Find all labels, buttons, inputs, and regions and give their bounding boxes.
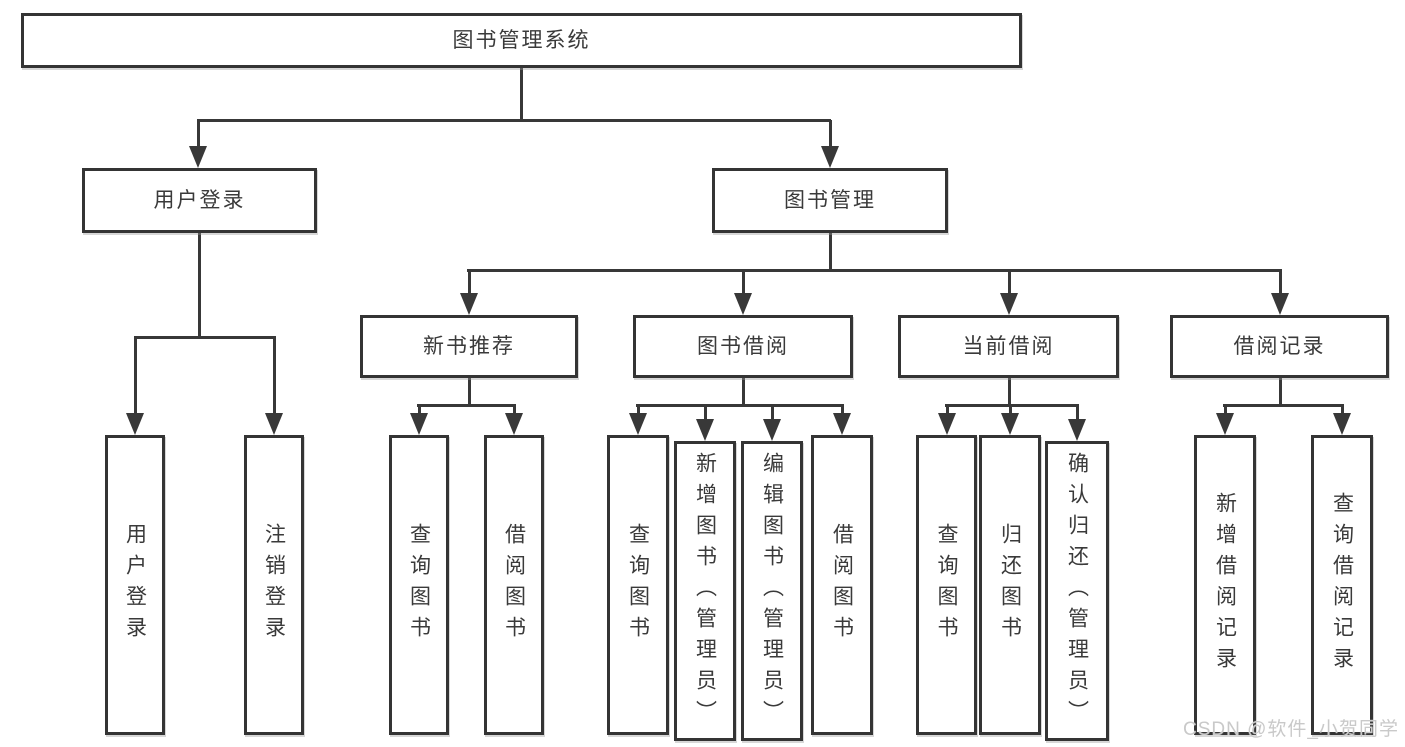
leaf-edit-books-admin-label: 编辑图书（管理员） xyxy=(760,451,784,731)
leaf-borrow-books-recommend: 借阅图书 xyxy=(484,435,544,735)
connector-line xyxy=(1278,378,1282,406)
node-borrowing-records: 借阅记录 xyxy=(1170,315,1389,378)
connector-line xyxy=(1007,270,1011,297)
arrowhead-icon xyxy=(410,413,428,435)
connector-line xyxy=(417,403,516,407)
arrowhead-icon xyxy=(265,413,283,435)
node-library-management-system-label: 图书管理系统 xyxy=(452,29,591,52)
leaf-confirm-return-admin-label: 确认归还（管理员） xyxy=(1065,451,1089,731)
connector-line xyxy=(197,118,831,122)
arrowhead-icon xyxy=(734,293,752,315)
arrowhead-icon xyxy=(1001,413,1019,435)
leaf-borrow-books-label: 借阅图书 xyxy=(830,523,854,647)
arrowhead-icon xyxy=(833,413,851,435)
arrowhead-icon xyxy=(1216,413,1234,435)
node-user-login-label: 用户登录 xyxy=(153,189,246,212)
leaf-query-books-current: 查询图书 xyxy=(916,435,977,735)
leaf-logout: 注销登录 xyxy=(244,435,304,735)
connector-line xyxy=(828,120,832,150)
arrowhead-icon xyxy=(460,293,478,315)
connector-line xyxy=(1340,405,1344,420)
connector-line xyxy=(1007,378,1011,406)
arrowhead-icon xyxy=(763,419,781,441)
connector-line xyxy=(945,405,949,420)
leaf-borrow-books: 借阅图书 xyxy=(811,435,873,735)
connector-line xyxy=(636,405,640,420)
connector-line xyxy=(133,337,137,420)
connector-line xyxy=(467,270,471,297)
arrowhead-icon xyxy=(1271,293,1289,315)
leaf-logout-label: 注销登录 xyxy=(262,523,286,647)
leaf-query-borrow-record-label: 查询借阅记录 xyxy=(1330,492,1354,678)
node-book-management: 图书管理 xyxy=(712,168,948,233)
connector-line xyxy=(741,378,745,406)
connector-line xyxy=(636,403,844,407)
connector-line xyxy=(1223,403,1344,407)
connector-line xyxy=(840,405,844,420)
node-book-management-label: 图书管理 xyxy=(784,189,876,212)
connector-line xyxy=(512,405,516,420)
leaf-query-borrow-record: 查询借阅记录 xyxy=(1311,435,1373,735)
leaf-user-login: 用户登录 xyxy=(105,435,165,735)
node-user-login: 用户登录 xyxy=(82,168,317,233)
leaf-query-books-recommend: 查询图书 xyxy=(389,435,449,735)
node-new-book-recommendation-label: 新书推荐 xyxy=(423,335,515,358)
node-book-borrowing: 图书借阅 xyxy=(633,315,853,378)
connector-line xyxy=(1278,270,1282,297)
connector-line xyxy=(134,335,276,339)
leaf-add-borrow-record: 新增借阅记录 xyxy=(1194,435,1256,735)
arrowhead-icon xyxy=(938,413,956,435)
connector-line xyxy=(703,405,707,424)
connector-line xyxy=(1075,405,1079,424)
watermark: CSDN @软件_小贺同学 xyxy=(1183,719,1399,740)
arrowhead-icon xyxy=(505,413,523,435)
leaf-add-books-admin: 新增图书（管理员） xyxy=(674,441,736,741)
arrowhead-icon xyxy=(126,413,144,435)
connector-line xyxy=(196,120,200,150)
connector-line xyxy=(770,405,774,424)
connector-line xyxy=(519,68,523,121)
node-library-management-system: 图书管理系统 xyxy=(21,13,1022,68)
leaf-edit-books-admin: 编辑图书（管理员） xyxy=(741,441,803,741)
connector-line xyxy=(467,268,1282,272)
leaf-add-books-admin-label: 新增图书（管理员） xyxy=(693,451,717,731)
node-borrowing-records-label: 借阅记录 xyxy=(1233,335,1326,358)
node-book-borrowing-label: 图书借阅 xyxy=(697,335,789,358)
leaf-confirm-return-admin: 确认归还（管理员） xyxy=(1045,441,1109,741)
leaf-query-books-borrow-label: 查询图书 xyxy=(626,523,650,647)
arrowhead-icon xyxy=(189,146,207,168)
leaf-return-books: 归还图书 xyxy=(979,435,1041,735)
leaf-query-books-recommend-label: 查询图书 xyxy=(407,523,431,647)
arrowhead-icon xyxy=(696,419,714,441)
connector-line xyxy=(945,403,1079,407)
leaf-return-books-label: 归还图书 xyxy=(998,523,1022,647)
leaf-query-books-current-label: 查询图书 xyxy=(935,523,958,647)
connector-line xyxy=(467,378,471,406)
arrowhead-icon xyxy=(1000,293,1018,315)
connector-line xyxy=(197,233,201,338)
arrowhead-icon xyxy=(629,413,647,435)
connector-line xyxy=(272,337,276,420)
leaf-query-books-borrow: 查询图书 xyxy=(607,435,669,735)
leaf-user-login-label: 用户登录 xyxy=(123,523,147,647)
arrowhead-icon xyxy=(1333,413,1351,435)
connector-line xyxy=(828,233,832,271)
connector-line xyxy=(741,270,745,297)
leaf-borrow-books-recommend-label: 借阅图书 xyxy=(502,523,526,647)
node-current-borrowing-label: 当前借阅 xyxy=(962,335,1055,358)
node-current-borrowing: 当前借阅 xyxy=(898,315,1119,378)
leaf-add-borrow-record-label: 新增借阅记录 xyxy=(1213,492,1237,678)
arrowhead-icon xyxy=(821,146,839,168)
arrowhead-icon xyxy=(1068,419,1086,441)
connector-line xyxy=(1223,405,1227,420)
connector-line xyxy=(417,405,421,420)
connector-line xyxy=(1008,405,1012,420)
node-new-book-recommendation: 新书推荐 xyxy=(360,315,578,378)
